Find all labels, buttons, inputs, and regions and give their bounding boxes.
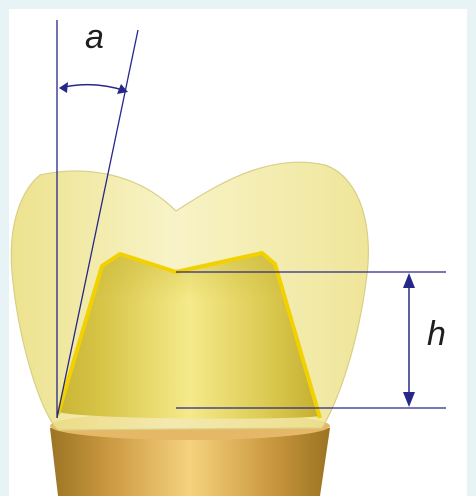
taper-line bbox=[56, 29, 139, 419]
abutment-top-shade bbox=[98, 253, 280, 300]
angle-label: a bbox=[85, 18, 104, 56]
tooth-root bbox=[50, 428, 330, 496]
height-label: h bbox=[427, 315, 446, 353]
height-arrow-bottom bbox=[403, 392, 415, 407]
height-arrow-top bbox=[403, 273, 415, 288]
angle-arrow-left bbox=[59, 82, 68, 93]
angle-arrow-right bbox=[117, 84, 128, 94]
angle-arc bbox=[59, 83, 127, 92]
